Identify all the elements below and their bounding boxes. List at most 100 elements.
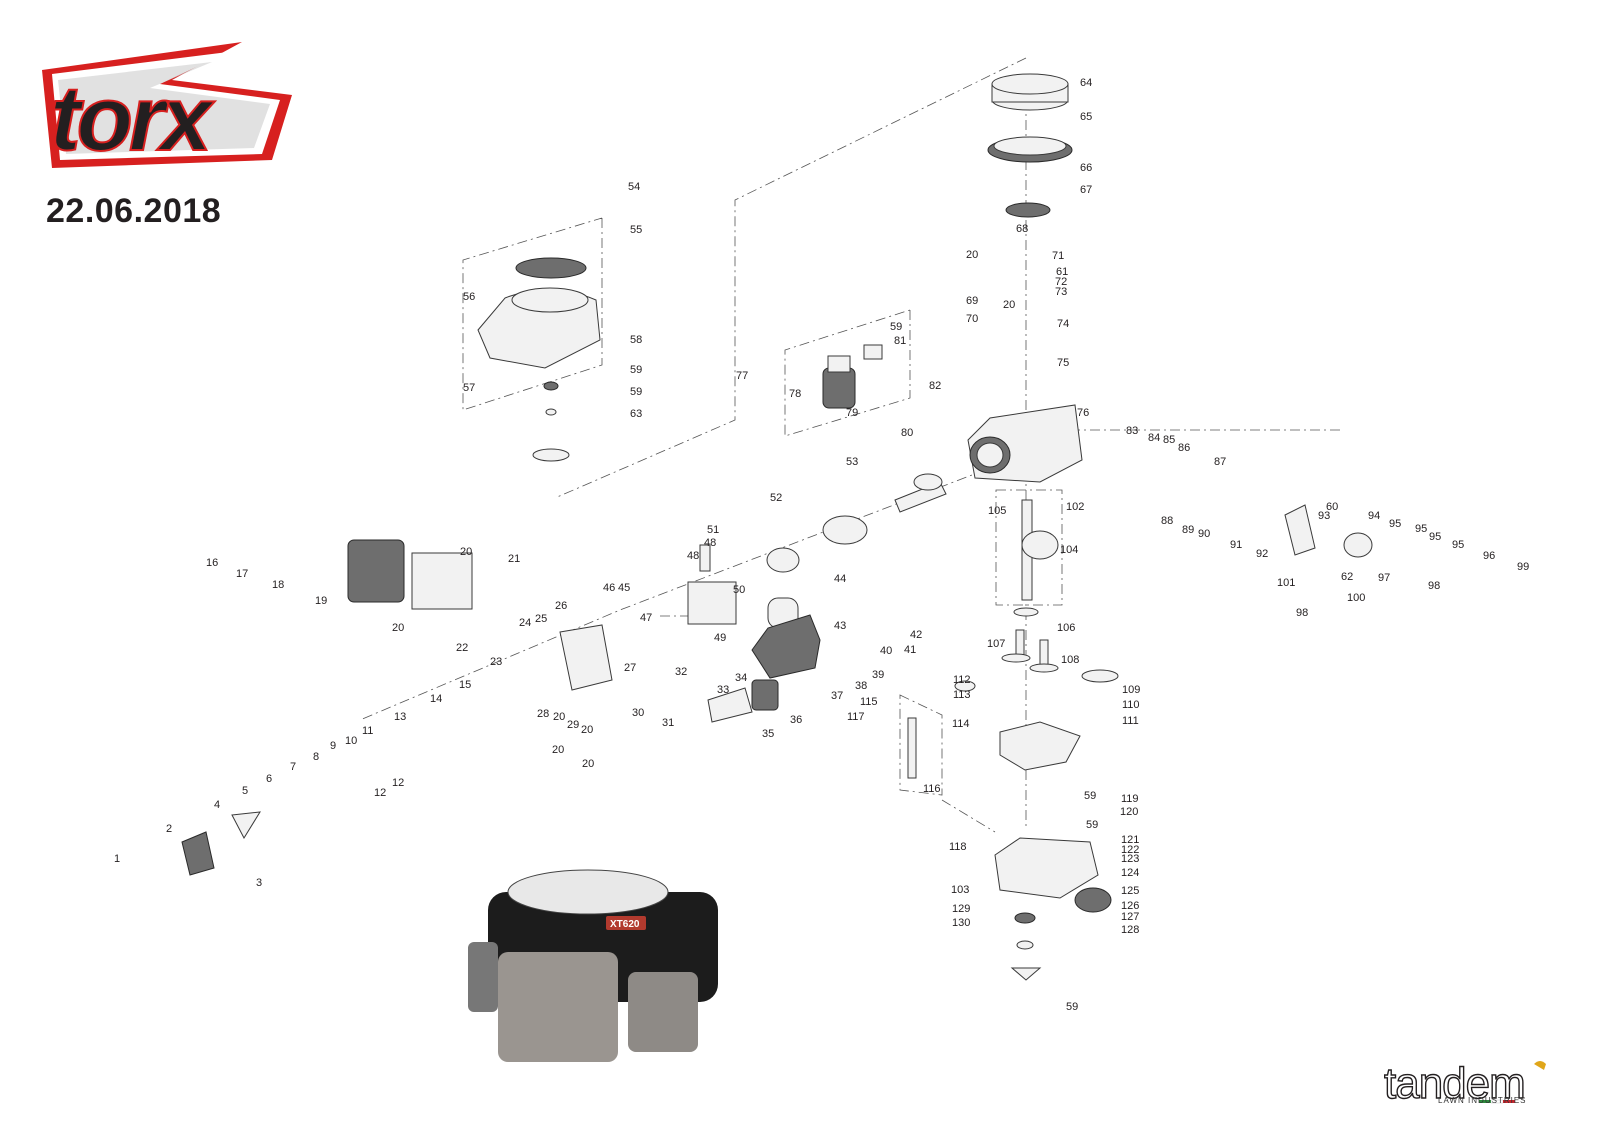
part-oil-pan-gasket xyxy=(999,721,1081,771)
engine-badge: XT620 xyxy=(610,919,640,930)
callout-42: 42 xyxy=(910,629,922,641)
callout-130: 130 xyxy=(952,917,970,929)
callout-23: 23 xyxy=(490,656,502,668)
callout-99: 99 xyxy=(1517,561,1529,573)
part-governor-bracket xyxy=(1284,504,1373,558)
callout-59: 59 xyxy=(1066,1001,1078,1013)
callout-60: 60 xyxy=(1326,501,1338,513)
callout-50: 50 xyxy=(733,584,745,596)
callout-9: 9 xyxy=(330,740,336,752)
callout-62: 62 xyxy=(1341,571,1353,583)
part-muffler xyxy=(181,811,261,876)
part-ring xyxy=(1005,202,1051,218)
callout-12: 12 xyxy=(392,777,404,789)
callout-95: 95 xyxy=(1429,531,1441,543)
callout-97: 97 xyxy=(1378,572,1390,584)
callout-57: 57 xyxy=(463,382,475,394)
callout-33: 33 xyxy=(717,684,729,696)
callout-32: 32 xyxy=(675,666,687,678)
callout-41: 41 xyxy=(904,644,916,656)
callout-22: 22 xyxy=(456,642,468,654)
callout-20: 20 xyxy=(966,249,978,261)
callout-119: 119 xyxy=(1121,793,1139,805)
callout-95: 95 xyxy=(1415,523,1427,535)
callout-11: 11 xyxy=(362,725,373,737)
callout-94: 94 xyxy=(1368,510,1380,522)
callout-112: 112 xyxy=(953,674,971,686)
part-camshaft xyxy=(954,629,1119,692)
callout-37: 37 xyxy=(831,690,843,702)
callout-84: 84 xyxy=(1148,432,1160,444)
callout-54: 54 xyxy=(628,181,640,193)
callout-107: 107 xyxy=(987,638,1005,650)
callout-20: 20 xyxy=(581,724,593,736)
callout-126: 126 xyxy=(1121,900,1139,912)
callout-111: 111 xyxy=(1122,715,1139,727)
callout-101: 101 xyxy=(1277,577,1295,589)
callout-24: 24 xyxy=(519,617,531,629)
callout-59: 59 xyxy=(630,364,642,376)
callout-3: 3 xyxy=(256,877,262,889)
callout-44: 44 xyxy=(834,573,846,585)
callout-15: 15 xyxy=(459,679,471,691)
callout-28: 28 xyxy=(537,708,549,720)
callout-39: 39 xyxy=(872,669,884,681)
callout-129: 129 xyxy=(952,903,970,915)
callout-83: 83 xyxy=(1126,425,1138,437)
callout-13: 13 xyxy=(394,711,406,723)
callout-58: 58 xyxy=(630,334,642,346)
callout-49: 49 xyxy=(714,632,726,644)
callout-120: 120 xyxy=(1120,806,1138,818)
callout-48: 48 xyxy=(687,550,699,562)
part-piston-assembly xyxy=(766,473,947,629)
callout-26: 26 xyxy=(555,600,567,612)
callout-69: 69 xyxy=(966,295,978,307)
callout-16: 16 xyxy=(206,557,218,569)
callout-29: 29 xyxy=(567,719,579,731)
callout-52: 52 xyxy=(770,492,782,504)
callout-12: 12 xyxy=(374,787,386,799)
callout-63: 63 xyxy=(630,408,642,420)
callout-88: 88 xyxy=(1161,515,1173,527)
callout-89: 89 xyxy=(1182,524,1194,536)
callout-98: 98 xyxy=(1296,607,1308,619)
callout-124: 124 xyxy=(1121,867,1139,879)
callout-72: 72 xyxy=(1055,276,1067,288)
callout-20: 20 xyxy=(552,744,564,756)
callout-110: 110 xyxy=(1122,699,1140,711)
callout-77: 77 xyxy=(736,370,748,382)
callout-34: 34 xyxy=(735,672,747,684)
callout-19: 19 xyxy=(315,595,327,607)
callout-93: 93 xyxy=(1318,510,1330,522)
callout-65: 65 xyxy=(1080,111,1092,123)
callout-114: 114 xyxy=(952,718,970,730)
callout-96: 96 xyxy=(1483,550,1495,562)
callout-67: 67 xyxy=(1080,184,1092,196)
callout-55: 55 xyxy=(630,224,642,236)
callout-108: 108 xyxy=(1061,654,1079,666)
callout-20: 20 xyxy=(392,622,404,634)
callout-30: 30 xyxy=(632,707,644,719)
callout-103: 103 xyxy=(951,884,969,896)
callout-79: 79 xyxy=(846,407,858,419)
callout-45: 45 xyxy=(618,582,630,594)
callout-81: 81 xyxy=(894,335,906,347)
callout-91: 91 xyxy=(1230,539,1242,551)
callout-59: 59 xyxy=(1086,819,1098,831)
engine-photo: XT620 xyxy=(468,869,718,1062)
callout-102: 102 xyxy=(1066,501,1084,513)
callout-21: 21 xyxy=(508,553,520,565)
callout-61: 61 xyxy=(1056,266,1068,278)
callout-4: 4 xyxy=(214,799,220,811)
callout-59: 59 xyxy=(1084,790,1096,802)
callout-47: 47 xyxy=(640,612,652,624)
callout-31: 31 xyxy=(662,717,674,729)
bird-icon xyxy=(1534,1061,1546,1070)
callout-53: 53 xyxy=(846,456,858,468)
callout-87: 87 xyxy=(1214,456,1226,468)
part-cylinder-head xyxy=(347,539,613,691)
callout-95: 95 xyxy=(1452,539,1464,551)
callout-75: 75 xyxy=(1057,357,1069,369)
callout-71: 71 xyxy=(1052,250,1064,262)
